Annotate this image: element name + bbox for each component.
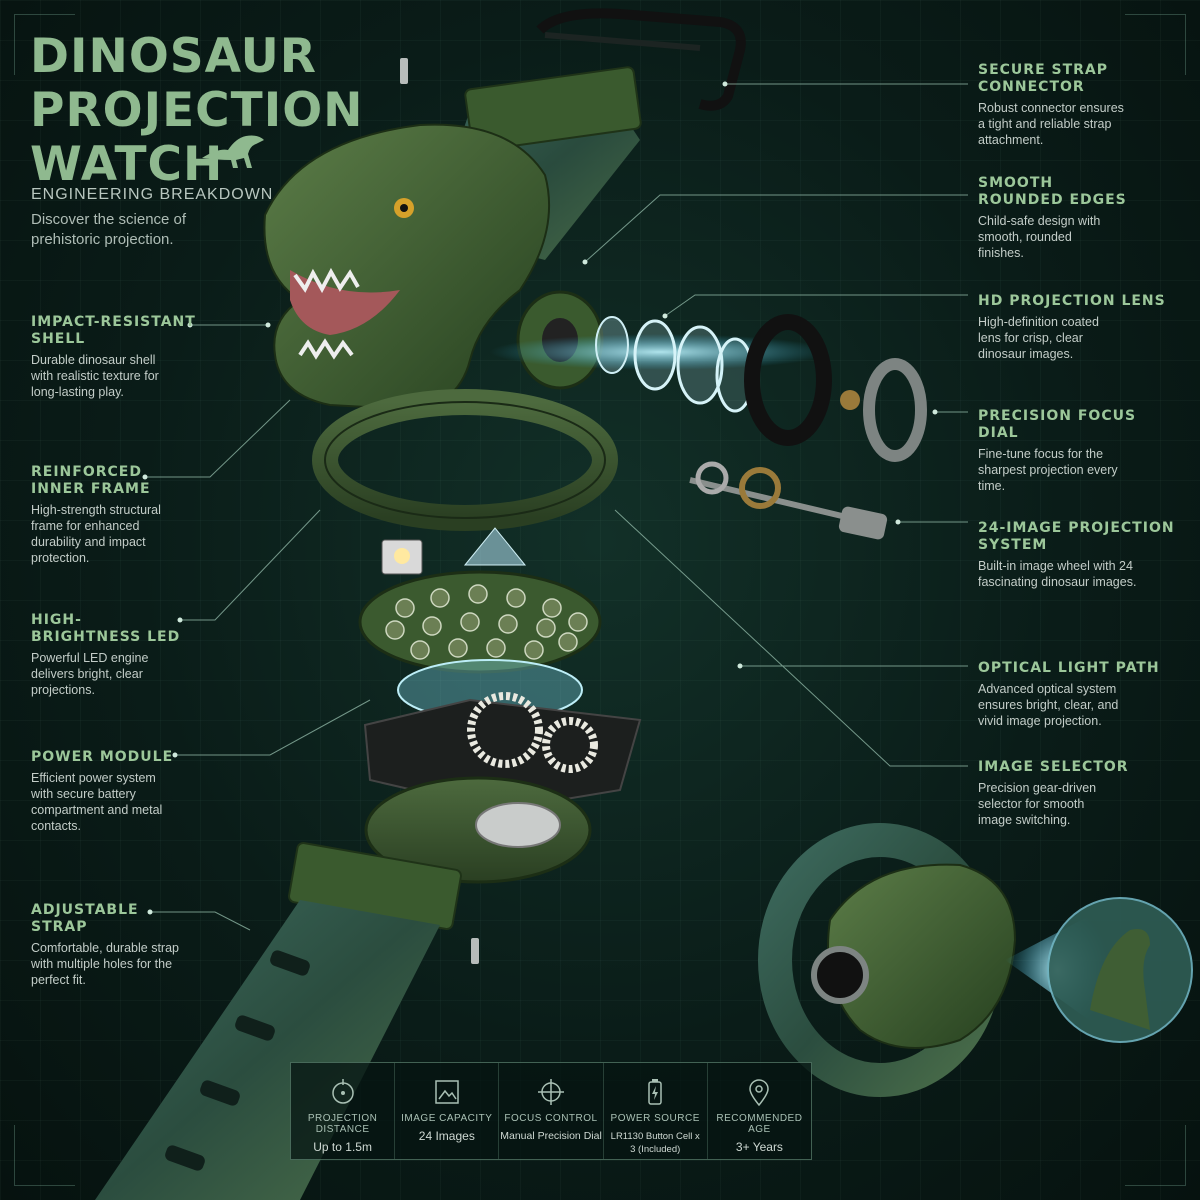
callout-text: Powerful LED engine delivers bright, cle… xyxy=(31,651,149,697)
callout-title: 24-IMAGE PROJECTION SYSTEM xyxy=(978,520,1175,553)
callout-text: Precision gear-driven selector for smoot… xyxy=(978,781,1097,827)
callout-title: POWER MODULE xyxy=(31,749,174,765)
dinosaur-head xyxy=(263,123,551,412)
callout-power-module: POWER MODULE Efficient power system with… xyxy=(31,749,221,834)
battery-base xyxy=(364,776,592,884)
callout-secure-strap-connector: SECURE STRAP CONNECTOR Robust connector … xyxy=(978,62,1168,148)
title-line: PROJECTION xyxy=(30,83,364,138)
spec-value: 3+ Years xyxy=(735,1140,783,1154)
callout-high-brightness-led: HIGH-BRIGHTNESS LED Powerful LED engine … xyxy=(31,612,221,698)
spec-image-capacity: IMAGE CAPACITY 24 Images xyxy=(395,1063,500,1159)
callout-title: OPTICAL LIGHT PATH xyxy=(978,660,1160,676)
callout-hd-projection-lens: HD PROJECTION LENS High-definition coate… xyxy=(978,293,1168,362)
title-line: WATCH xyxy=(30,137,224,192)
callout-smooth-rounded-edges: SMOOTH ROUNDED EDGES Child-safe design w… xyxy=(978,175,1168,261)
spec-value: 24 Images xyxy=(418,1129,475,1143)
callout-title: ADJUSTABLE STRAP xyxy=(31,902,139,935)
callout-title: PRECISION FOCUS DIAL xyxy=(978,408,1137,441)
spec-label: RECOMMENDED AGE xyxy=(716,1113,803,1135)
crosshair-icon xyxy=(538,1079,564,1105)
page-title: DINOSAUR PROJECTION WATCH xyxy=(30,30,364,192)
callout-title: HIGH-BRIGHTNESS LED xyxy=(31,612,181,645)
callout-text: Robust connector ensures a tight and rel… xyxy=(978,101,1124,147)
callout-text: Child-safe design with smooth, rounded f… xyxy=(978,214,1101,260)
spec-bar: PROJECTION DISTANCE Up to 1.5m IMAGE CAP… xyxy=(290,1062,812,1160)
callout-text: Durable dinosaur shell with realistic te… xyxy=(31,353,159,399)
spec-projection-distance: PROJECTION DISTANCE Up to 1.5m xyxy=(291,1063,396,1159)
image-icon xyxy=(435,1080,459,1104)
lens-assembly xyxy=(490,290,927,462)
screws xyxy=(400,58,479,964)
callout-impact-resistant-shell: IMPACT-RESISTANT SHELL Durable dinosaur … xyxy=(31,314,221,400)
callout-text: Advanced optical system ensures bright, … xyxy=(978,682,1119,728)
callout-title: REINFORCED INNER FRAME xyxy=(31,464,151,497)
bottom-strap xyxy=(95,841,462,1200)
callout-optical-light-path: OPTICAL LIGHT PATH Advanced optical syst… xyxy=(978,660,1168,729)
intro-text: Discover the science of prehistoric proj… xyxy=(31,211,187,248)
callout-adjustable-strap: ADJUSTABLE STRAP Comfortable, durable st… xyxy=(31,902,221,988)
battery-icon xyxy=(648,1079,662,1105)
spec-label: IMAGE CAPACITY xyxy=(401,1113,493,1124)
spec-value: Manual Precision Dial xyxy=(500,1130,602,1142)
callout-title: SMOOTH ROUNDED EDGES xyxy=(978,175,1127,208)
frame-corner xyxy=(1125,14,1186,75)
assembled-watch-preview xyxy=(758,823,1193,1097)
callout-title: IMPACT-RESISTANT SHELL xyxy=(31,314,196,347)
spec-label: FOCUS CONTROL xyxy=(504,1113,598,1124)
spec-label: POWER SOURCE xyxy=(610,1113,700,1124)
leader-lines xyxy=(145,83,968,931)
target-icon xyxy=(331,1079,354,1104)
callout-title: HD PROJECTION LENS xyxy=(978,293,1166,309)
callout-text: Fine-tune focus for the sharpest project… xyxy=(978,447,1118,493)
spec-value: LR1130 Button Cell x 3 (Included) xyxy=(610,1131,700,1155)
spec-focus-control: FOCUS CONTROL Manual Precision Dial xyxy=(499,1063,604,1159)
subtitle: ENGINEERING BREAKDOWN xyxy=(31,186,274,203)
callout-reinforced-inner-frame: REINFORCED INNER FRAME High-strength str… xyxy=(31,464,221,566)
callout-text: Built-in image wheel with 24 fascinating… xyxy=(978,559,1137,589)
callout-title: SECURE STRAP CONNECTOR xyxy=(978,62,1109,95)
frame-corner xyxy=(14,1125,75,1186)
callout-text: Efficient power system with secure batte… xyxy=(31,771,163,833)
callout-image-selector: IMAGE SELECTOR Precision gear-driven sel… xyxy=(978,759,1168,828)
title-line: DINOSAUR xyxy=(30,29,317,84)
callout-title: IMAGE SELECTOR xyxy=(978,759,1129,775)
spec-value: Up to 1.5m xyxy=(313,1140,372,1154)
leader-dots xyxy=(142,81,938,915)
spec-recommended-age: RECOMMENDED AGE 3+ Years xyxy=(708,1063,811,1159)
led-module xyxy=(381,527,527,575)
callout-precision-focus-dial: PRECISION FOCUS DIAL Fine-tune focus for… xyxy=(978,408,1168,494)
callout-text: Comfortable, durable strap with multiple… xyxy=(31,941,179,987)
callout-24-image-projection-system: 24-IMAGE PROJECTION SYSTEM Built-in imag… xyxy=(978,520,1174,590)
spec-label: PROJECTION DISTANCE xyxy=(307,1113,378,1135)
callout-text: High-strength structural frame for enhan… xyxy=(31,503,161,565)
frame-corner xyxy=(1125,1125,1186,1186)
callout-text: High-definition coated lens for crisp, c… xyxy=(978,315,1099,361)
location-pin-icon xyxy=(749,1079,770,1107)
inner-frame xyxy=(312,389,618,531)
gear-shaft xyxy=(689,461,888,540)
frame-corner xyxy=(14,14,75,75)
dinosaur-silhouette-icon xyxy=(202,135,264,168)
spec-power-source: POWER SOURCE LR1130 Button Cell x 3 (Inc… xyxy=(604,1063,708,1159)
image-wheel xyxy=(358,570,602,674)
